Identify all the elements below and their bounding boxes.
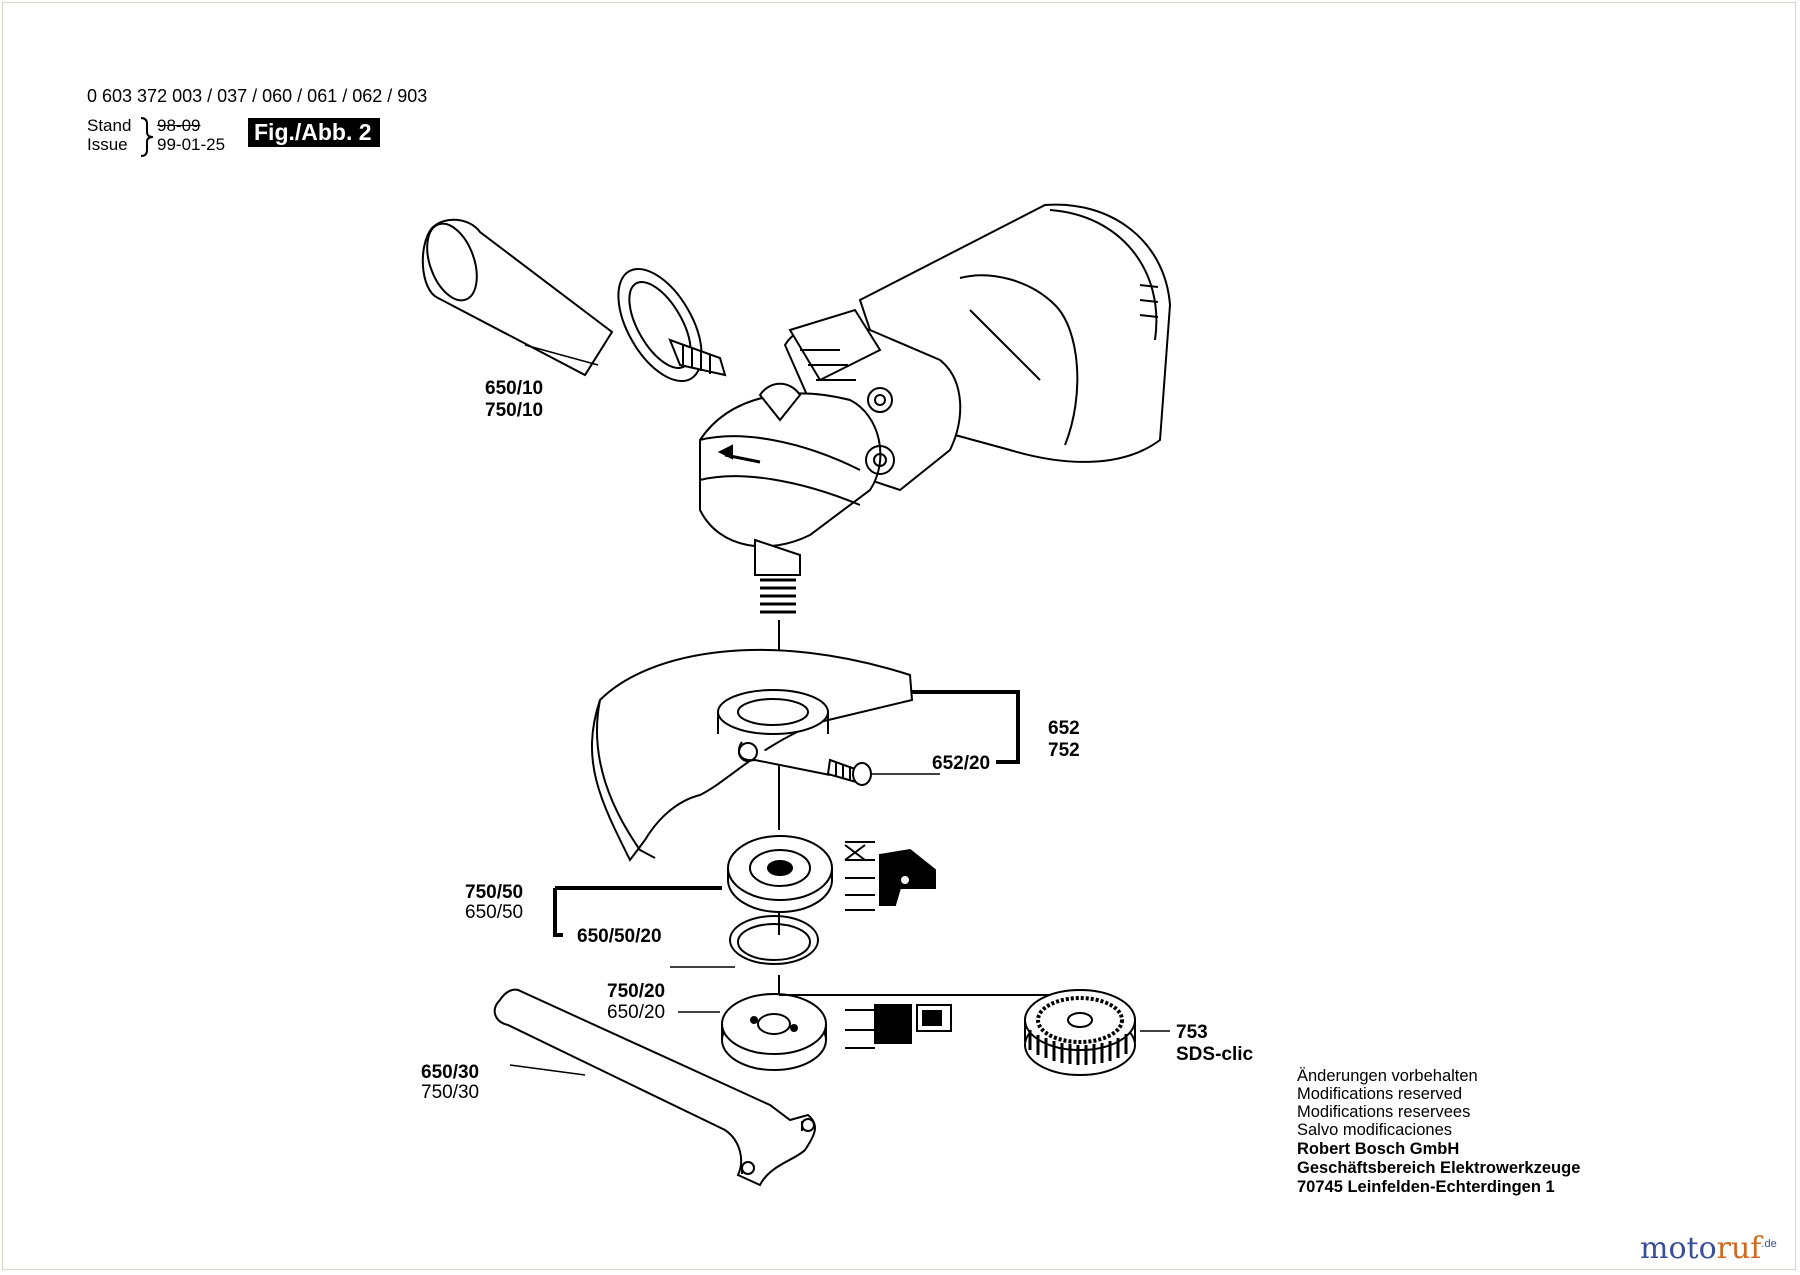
callout-leader-lines bbox=[509, 344, 1170, 1076]
part-numbers: 0 603 372 003 / 037 / 060 / 061 / 062 / … bbox=[87, 86, 428, 106]
stand-label: Stand bbox=[87, 116, 132, 135]
callout-650-10: 650/10 bbox=[485, 378, 544, 399]
figure-label: Fig./Abb. 2 bbox=[248, 118, 380, 147]
motoruf-logo: motoruf.de bbox=[1640, 1231, 1777, 1266]
flange-section-detail bbox=[844, 841, 936, 911]
callout-652-20: 652/20 bbox=[932, 753, 991, 774]
bracket-lines bbox=[553, 690, 1020, 937]
callout-750-10: 750/10 bbox=[485, 400, 544, 421]
sds-clic-nut bbox=[1024, 989, 1136, 1076]
two-pin-spanner bbox=[493, 988, 816, 1187]
side-handle bbox=[421, 218, 727, 383]
callout-750-50: 750/50 bbox=[465, 882, 524, 903]
company-division: Geschäftsbereich Elektrowerkzeuge bbox=[1297, 1159, 1581, 1177]
callout-650-30: 650/30 bbox=[421, 1062, 480, 1083]
callout-sds-clic: SDS-clic bbox=[1176, 1044, 1254, 1065]
company-address: 70745 Leinfelden-Echterdingen 1 bbox=[1297, 1178, 1555, 1196]
callout-753: 753 bbox=[1176, 1022, 1208, 1043]
notice-line-es: Salvo modificaciones bbox=[1297, 1121, 1452, 1139]
callout-650-50-20: 650/50/20 bbox=[577, 926, 662, 947]
angle-grinder-body bbox=[699, 203, 1172, 614]
date-new: 99-01-25 bbox=[157, 135, 226, 154]
wheel-guard bbox=[590, 648, 914, 862]
callout-652: 652 bbox=[1048, 718, 1080, 739]
brace-mark bbox=[140, 117, 154, 157]
notice-line-de: Änderungen vorbehalten bbox=[1297, 1067, 1478, 1085]
guard-screw bbox=[826, 758, 872, 786]
notice-line-fr: Modifications reservees bbox=[1297, 1103, 1471, 1121]
issue-label: Issue bbox=[87, 135, 128, 154]
notice-line-en: Modifications reserved bbox=[1297, 1085, 1463, 1103]
callout-650-20: 650/20 bbox=[607, 1002, 666, 1023]
clamping-nut bbox=[721, 993, 827, 1071]
nut-section-detail bbox=[845, 994, 955, 1049]
callout-750-30: 750/30 bbox=[421, 1082, 480, 1103]
callout-650-50: 650/50 bbox=[465, 902, 524, 923]
date-old: 98-09 bbox=[157, 116, 201, 135]
o-ring bbox=[729, 915, 819, 965]
callout-752: 752 bbox=[1048, 740, 1080, 761]
mounting-flange bbox=[727, 835, 833, 913]
callout-750-20: 750/20 bbox=[607, 981, 666, 1002]
company-name: Robert Bosch GmbH bbox=[1297, 1140, 1460, 1158]
